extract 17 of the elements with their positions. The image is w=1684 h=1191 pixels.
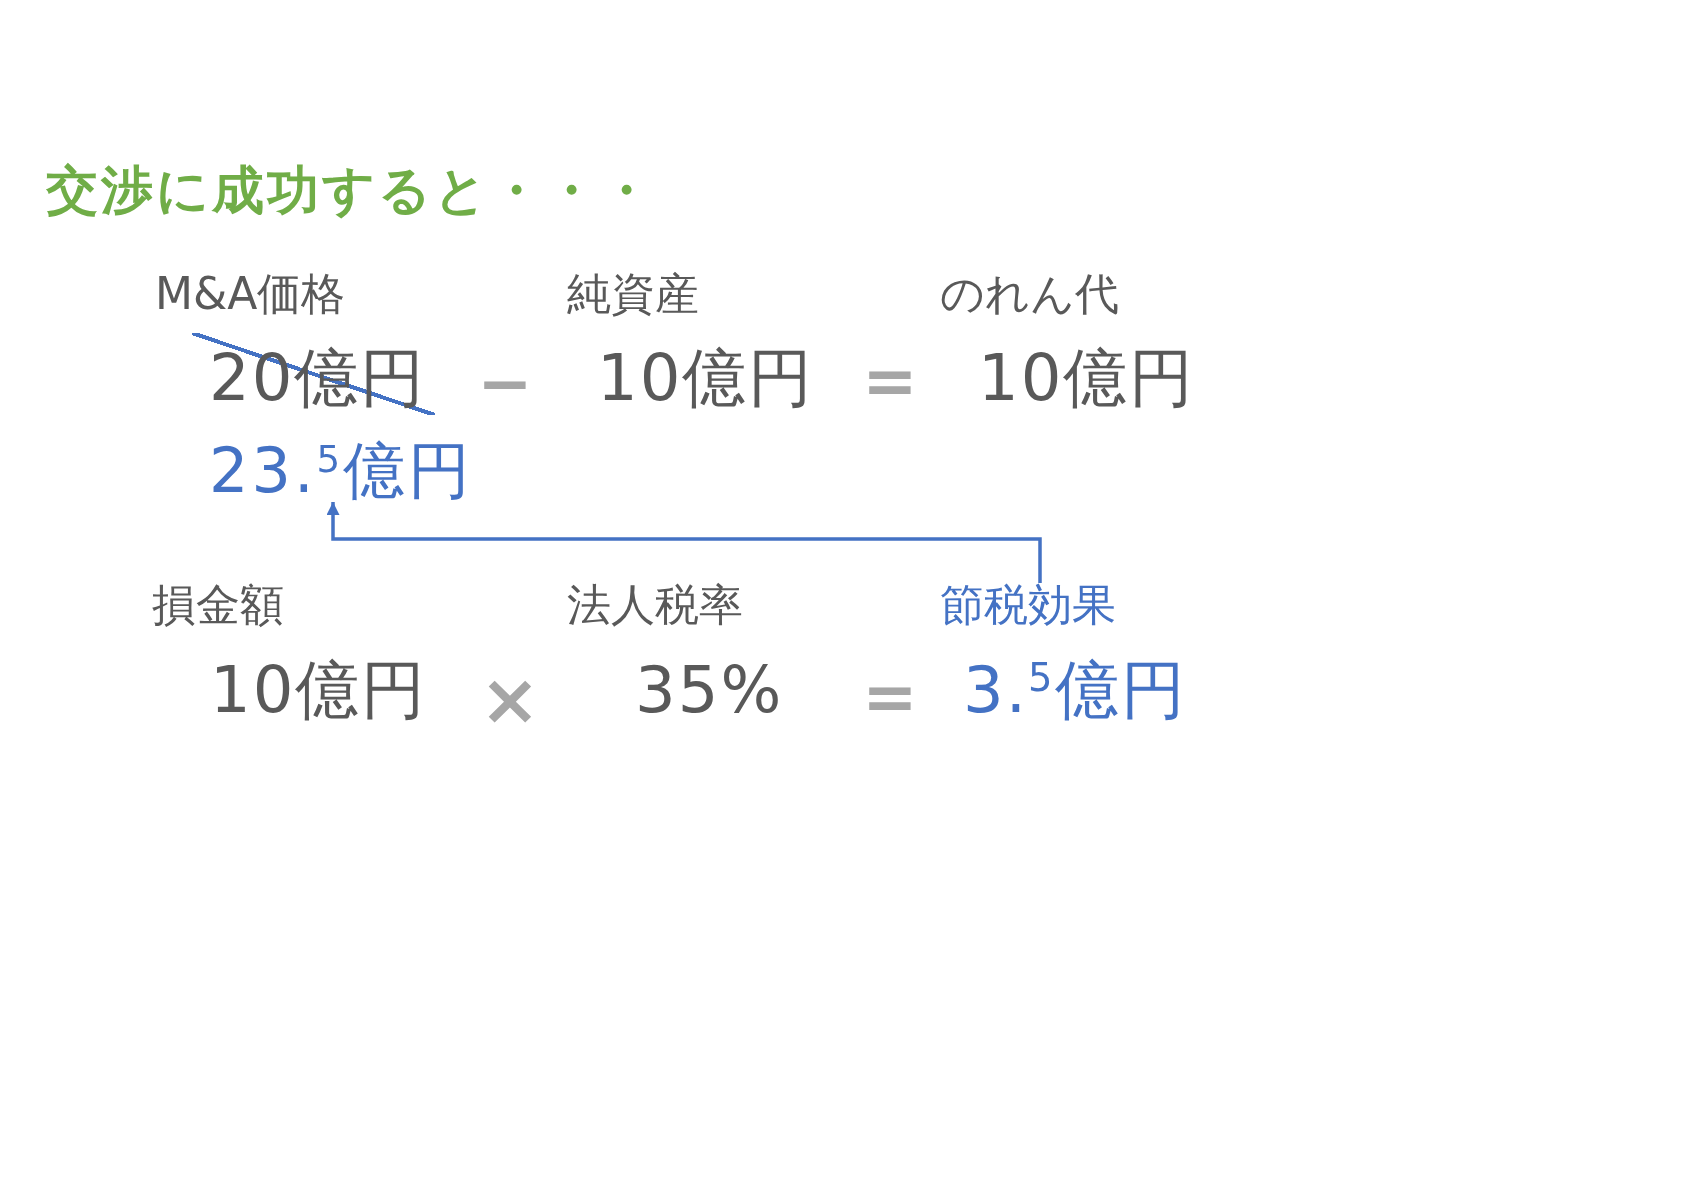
equals-sign: = xyxy=(862,349,918,415)
term-label: 損金額 xyxy=(152,583,284,627)
minus-sign: − xyxy=(477,351,533,417)
amount-text: 10億円 xyxy=(210,658,428,722)
amount-text: 35% xyxy=(635,658,784,722)
amount-text: 23.$^{5}$億円 xyxy=(209,440,474,502)
amount-text: 10億円 xyxy=(978,346,1196,410)
times-sign: × xyxy=(479,663,541,735)
term-label: 純資産 xyxy=(567,272,699,316)
term-label: 節税効果 xyxy=(940,583,1116,627)
amount-text: 3.$^{5}$億円 xyxy=(963,658,1187,722)
amount-text: 10億円 xyxy=(597,346,815,410)
equals-sign: = xyxy=(862,665,918,731)
term-label: のれん代 xyxy=(940,272,1119,316)
term-label: 法人税率 xyxy=(567,583,743,627)
arrow xyxy=(326,502,1042,583)
term-label: M&A価格 xyxy=(155,272,346,316)
